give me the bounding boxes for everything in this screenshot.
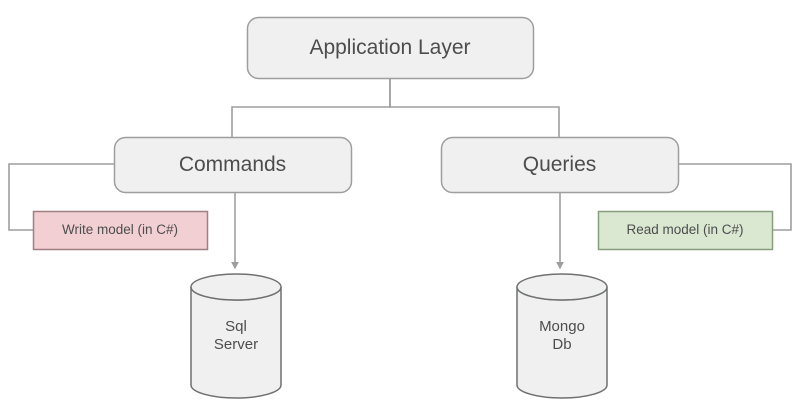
node-commands[interactable] bbox=[113, 136, 353, 194]
node-application-layer[interactable] bbox=[246, 16, 535, 80]
shape-layer bbox=[32, 16, 774, 399]
sql-server-cylinder-body bbox=[190, 286, 282, 399]
node-queries[interactable] bbox=[440, 136, 680, 194]
connector-app-to-queries bbox=[389, 78, 560, 137]
mongo-db-cylinder-body bbox=[516, 286, 608, 399]
connector-commands-to-write-model bbox=[8, 163, 114, 231]
connector-queries-to-read-model bbox=[678, 163, 792, 231]
sql-server-cylinder-top bbox=[190, 273, 282, 301]
node-mongo-db[interactable] bbox=[516, 273, 608, 399]
node-sql-server[interactable] bbox=[190, 273, 282, 399]
mongo-db-cylinder-top bbox=[516, 273, 608, 301]
connector-app-to-commands bbox=[231, 78, 391, 137]
connector-layer bbox=[8, 78, 792, 270]
node-write-model[interactable] bbox=[32, 210, 209, 251]
node-read-model[interactable] bbox=[597, 210, 774, 251]
